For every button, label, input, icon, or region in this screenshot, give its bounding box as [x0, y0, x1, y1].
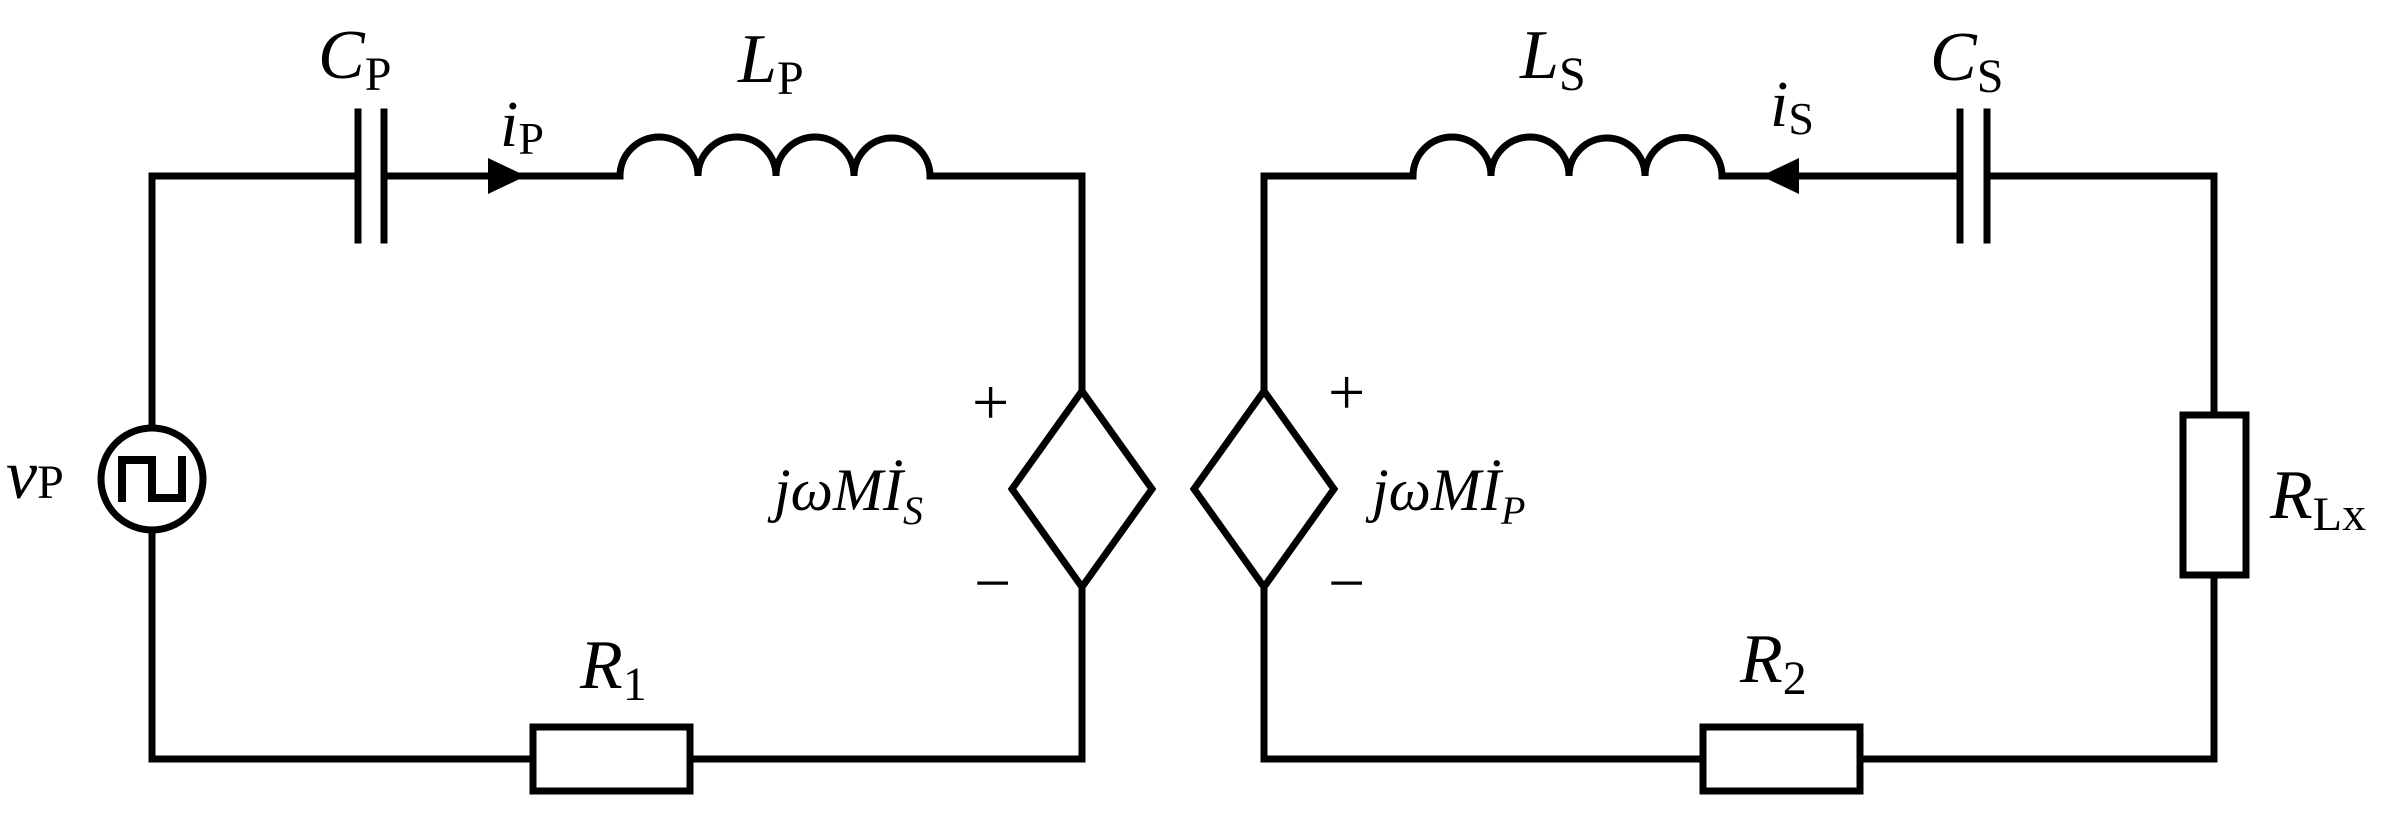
label-current-ip: iP [500, 88, 544, 164]
label-inductor-lp: LP [737, 21, 804, 105]
label-dependent-source-primary: jωMİS [767, 457, 923, 533]
label-inductor-ls: LS [1519, 17, 1586, 101]
resistor-rlx [2179, 411, 2250, 579]
capacitor-cp [354, 108, 388, 244]
label-source-vp: vP [6, 437, 64, 514]
dependent-voltage-source-secondary [1189, 384, 1339, 594]
label-resistor-r2: R2 [1739, 621, 1807, 705]
current-arrow-ip [488, 158, 526, 194]
minus-sign-secondary: − [1328, 547, 1365, 620]
label-current-is: iS [1770, 68, 1814, 144]
label-dependent-source-secondary: jωMİP [1365, 457, 1525, 533]
label-resistor-r1: R1 [579, 627, 647, 711]
secondary-loop [1189, 108, 2250, 795]
ac-voltage-source-vp [97, 424, 207, 534]
minus-sign-primary: − [974, 547, 1011, 620]
dependent-voltage-source-primary [1007, 384, 1157, 594]
resistor-r2 [1699, 723, 1864, 795]
inductor-ls [1409, 133, 1726, 180]
resistor-r1 [529, 723, 694, 795]
inductor-lp [616, 133, 934, 180]
label-capacitor-cp: CP [318, 17, 391, 101]
capacitor-cs [1956, 108, 1991, 244]
labels: vP CP iP LP R1 + − jωMİS + − jωMİP [6, 17, 2366, 711]
label-capacitor-cs: CS [1930, 19, 2003, 103]
label-resistor-rlx: RLx [2269, 457, 2366, 541]
plus-sign-primary: + [972, 366, 1009, 439]
current-arrow-is [1761, 158, 1799, 194]
plus-sign-secondary: + [1328, 356, 1365, 429]
primary-loop [97, 108, 1157, 795]
